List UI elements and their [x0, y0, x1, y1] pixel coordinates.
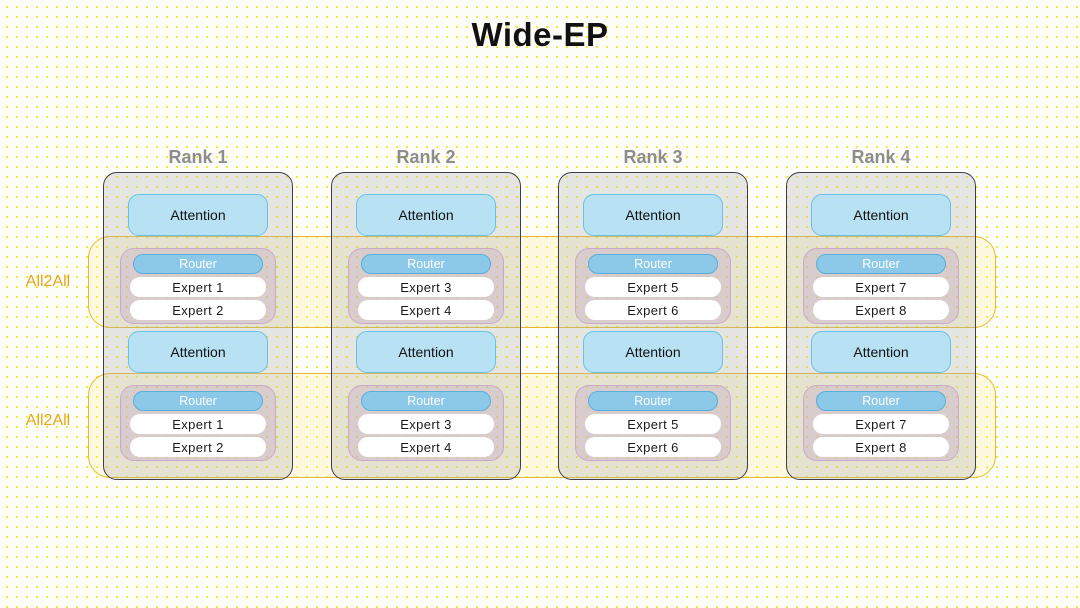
expert-rank4-layer1-0[interactable]: Expert 7: [813, 277, 949, 297]
moe-block-rank4-layer1: Router Expert 7 Expert 8: [803, 248, 959, 324]
rank-title-4: Rank 4: [851, 147, 911, 167]
expert-rank1-layer2-1[interactable]: Expert 2: [130, 437, 266, 457]
expert-rank1-layer1-1[interactable]: Expert 2: [130, 300, 266, 320]
expert-rank2-layer2-1[interactable]: Expert 4: [358, 437, 494, 457]
rank-contents-4: Attention Router Expert 7 Expert 8 Atten…: [786, 172, 976, 480]
expert-rank1-layer2-0[interactable]: Expert 1: [130, 414, 266, 434]
all2all-label-layer-1: All2All: [25, 273, 71, 290]
expert-rank4-layer1-1[interactable]: Expert 8: [813, 300, 949, 320]
router-rank1-layer2[interactable]: Router: [133, 391, 263, 411]
all2all-label-layer-2: All2All: [25, 412, 71, 429]
moe-block-rank2-layer1: Router Expert 3 Expert 4: [348, 248, 504, 324]
rank-column-1[interactable]: Rank 1 Attention Router Expert 1 Expert …: [103, 147, 293, 480]
moe-block-rank1-layer2: Router Expert 1 Expert 2: [120, 385, 276, 461]
expert-rank2-layer2-0[interactable]: Expert 3: [358, 414, 494, 434]
attention-block-rank1-layer2[interactable]: Attention: [128, 331, 268, 373]
rank-contents-1: Attention Router Expert 1 Expert 2 Atten…: [103, 172, 293, 480]
router-rank2-layer1[interactable]: Router: [361, 254, 491, 274]
moe-block-rank3-layer2: Router Expert 5 Expert 6: [575, 385, 731, 461]
rank-contents-2: Attention Router Expert 3 Expert 4 Atten…: [331, 172, 521, 480]
attention-block-rank3-layer2[interactable]: Attention: [583, 331, 723, 373]
attention-block-rank1-layer1[interactable]: Attention: [128, 194, 268, 236]
expert-rank3-layer1-1[interactable]: Expert 6: [585, 300, 721, 320]
rank-column-2[interactable]: Rank 2 Attention Router Expert 3 Expert …: [331, 147, 521, 480]
moe-block-rank1-layer1: Router Expert 1 Expert 2: [120, 248, 276, 324]
expert-rank4-layer2-0[interactable]: Expert 7: [813, 414, 949, 434]
expert-rank3-layer1-0[interactable]: Expert 5: [585, 277, 721, 297]
attention-block-rank2-layer2[interactable]: Attention: [356, 331, 496, 373]
rank-column-4[interactable]: Rank 4 Attention Router Expert 7 Expert …: [786, 147, 976, 480]
router-rank4-layer1[interactable]: Router: [816, 254, 946, 274]
moe-block-rank2-layer2: Router Expert 3 Expert 4: [348, 385, 504, 461]
expert-rank1-layer1-0[interactable]: Expert 1: [130, 277, 266, 297]
router-rank3-layer1[interactable]: Router: [588, 254, 718, 274]
attention-block-rank4-layer1[interactable]: Attention: [811, 194, 951, 236]
rank-contents-3: Attention Router Expert 5 Expert 6 Atten…: [558, 172, 748, 480]
router-rank1-layer1[interactable]: Router: [133, 254, 263, 274]
attention-block-rank2-layer1[interactable]: Attention: [356, 194, 496, 236]
router-rank2-layer2[interactable]: Router: [361, 391, 491, 411]
moe-block-rank3-layer1: Router Expert 5 Expert 6: [575, 248, 731, 324]
expert-rank3-layer2-1[interactable]: Expert 6: [585, 437, 721, 457]
page-title: Wide-EP: [471, 16, 609, 53]
router-rank4-layer2[interactable]: Router: [816, 391, 946, 411]
expert-rank3-layer2-0[interactable]: Expert 5: [585, 414, 721, 434]
rank-column-3[interactable]: Rank 3 Attention Router Expert 5 Expert …: [558, 147, 748, 480]
rank-title-1: Rank 1: [168, 147, 228, 167]
attention-block-rank3-layer1[interactable]: Attention: [583, 194, 723, 236]
expert-rank4-layer2-1[interactable]: Expert 8: [813, 437, 949, 457]
moe-block-rank4-layer2: Router Expert 7 Expert 8: [803, 385, 959, 461]
rank-title-3: Rank 3: [623, 147, 683, 167]
attention-block-rank4-layer2[interactable]: Attention: [811, 331, 951, 373]
router-rank3-layer2[interactable]: Router: [588, 391, 718, 411]
expert-rank2-layer1-0[interactable]: Expert 3: [358, 277, 494, 297]
rank-title-2: Rank 2: [396, 147, 456, 167]
expert-rank2-layer1-1[interactable]: Expert 4: [358, 300, 494, 320]
